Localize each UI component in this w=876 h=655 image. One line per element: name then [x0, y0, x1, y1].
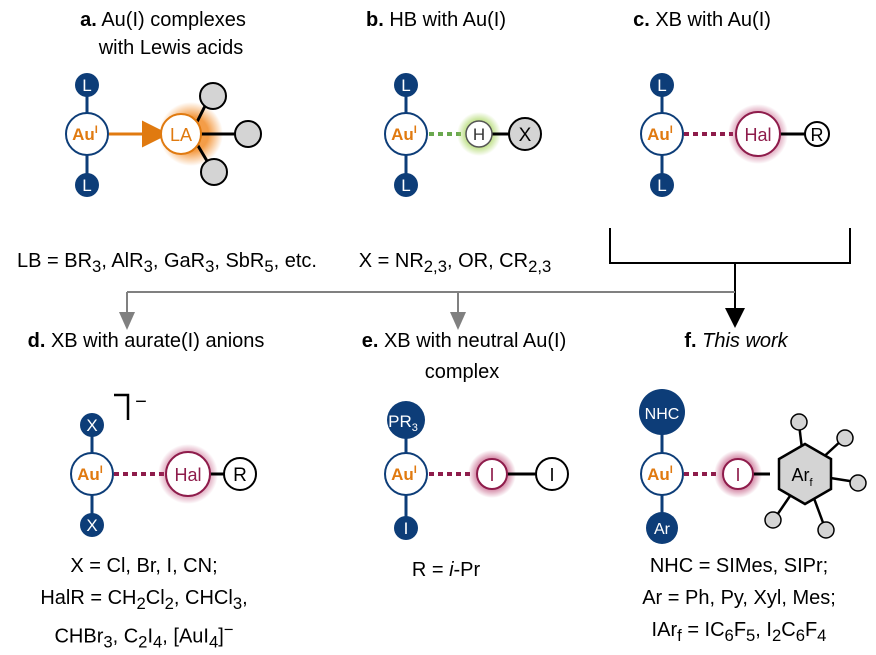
- ligand-atom: [650, 173, 674, 197]
- panel-d-line1: X = Cl, Br, I, CN;: [70, 555, 218, 577]
- panel-c-title: c. XB with Au(I): [633, 9, 771, 31]
- panel-e-title: e. XB with neutral Au(I): [361, 330, 567, 352]
- svg-text:AuI: AuI: [72, 124, 98, 144]
- svg-text:L: L: [401, 176, 410, 195]
- panel-f-structure: Arf NHC Ar AuI I: [639, 389, 867, 544]
- svg-text:Hal: Hal: [744, 125, 771, 145]
- svg-text:AuI: AuI: [391, 124, 417, 144]
- panel-a-formula: LB = BR3, AlR3, GaR3, SbR5, etc.: [17, 250, 317, 276]
- connector-bracket: [119, 228, 851, 330]
- anionic-ligand-atom: [80, 513, 104, 537]
- ligand-atom: [75, 73, 99, 97]
- panel-d-line2: HalR = CH2Cl2, CHCl3,: [40, 587, 248, 613]
- svg-text:−: −: [135, 391, 147, 413]
- panel-c-structure: L L AuI Hal R: [640, 73, 830, 197]
- svg-text:PR3: PR3: [388, 412, 418, 434]
- panel-e-structure: PR3 I AuI I I: [384, 401, 569, 540]
- substituent-atom: [849, 474, 867, 492]
- substituent-atom: [199, 82, 227, 110]
- anionic-ligand-atom: [80, 413, 104, 437]
- ligand-atom: [75, 173, 99, 197]
- iodine-atom: [476, 458, 508, 490]
- gold-atom: [384, 452, 428, 496]
- svg-text:AuI: AuI: [647, 124, 673, 144]
- svg-text:Hal: Hal: [174, 465, 201, 485]
- panel-f-line1: NHC = SIMes, SIPr;: [649, 555, 829, 577]
- gold-atom: [65, 112, 109, 156]
- nhc-ligand: [639, 389, 685, 435]
- panel-f-line2: Ar = Ph, Py, Xyl, Mes;: [642, 587, 836, 609]
- panel-a-title-line2: with Lewis acids: [98, 37, 244, 59]
- panel-f-title: f. This work: [684, 330, 788, 352]
- ligand-atom: [394, 173, 418, 197]
- gold-atom: [640, 112, 684, 156]
- phosphine-ligand: [387, 401, 425, 439]
- svg-text:Arf: Arf: [791, 465, 813, 489]
- svg-text:R: R: [233, 465, 247, 486]
- lewis-acid-atom: [160, 113, 202, 155]
- gold-atom: [640, 452, 684, 496]
- substituent-atom: [790, 413, 808, 431]
- svg-text:I: I: [735, 465, 740, 485]
- x-atom: [508, 117, 542, 151]
- svg-text:I: I: [549, 465, 554, 485]
- panel-e-title-line2: complex: [424, 361, 500, 383]
- panel-a-structure: L L AuI LA: [65, 73, 262, 197]
- panel-e-formula: R = i-Pr: [411, 559, 481, 581]
- panel-d-line3: CHBr3, C2I4, [AuI4]−: [54, 620, 234, 652]
- svg-text:L: L: [657, 76, 666, 95]
- svg-text:L: L: [82, 176, 91, 195]
- panel-b-title: b. HB with Au(I): [365, 9, 507, 31]
- svg-text:LA: LA: [170, 125, 192, 145]
- panel-f-line3: IArf = IC6F5, I2C6F4: [651, 619, 827, 645]
- aryl-ligand: [646, 512, 678, 544]
- ligand-atom: [394, 73, 418, 97]
- r-group: [804, 121, 830, 147]
- substituent-atom: [817, 521, 835, 539]
- substituent-atom: [200, 158, 228, 186]
- svg-text:L: L: [657, 176, 666, 195]
- svg-text:H: H: [473, 125, 485, 144]
- svg-text:L: L: [82, 76, 91, 95]
- halogen-atom: [735, 111, 781, 157]
- svg-text:R: R: [811, 125, 824, 145]
- hydrogen-atom: [465, 120, 493, 148]
- halogen-atom: [165, 451, 211, 497]
- svg-text:NHC: NHC: [645, 406, 680, 423]
- svg-text:I: I: [404, 519, 409, 538]
- panel-d-structure: − X X AuI Hal R: [70, 391, 257, 537]
- iodide-ligand: [394, 516, 418, 540]
- svg-text:AuI: AuI: [77, 464, 103, 484]
- r-group: [223, 457, 257, 491]
- panel-a-title: a. Au(I) complexes: [80, 9, 246, 31]
- aryl-ring: [777, 442, 833, 506]
- svg-text:X: X: [86, 516, 97, 535]
- svg-text:L: L: [401, 76, 410, 95]
- panel-b-formula: X = NR2,3, OR, CR2,3: [358, 250, 552, 276]
- gold-atom: [384, 112, 428, 156]
- iodine-atom: [535, 457, 569, 491]
- substituent-atom: [764, 511, 782, 529]
- iodine-atom: [722, 458, 754, 490]
- svg-text:I: I: [489, 465, 494, 485]
- svg-text:X: X: [519, 125, 532, 146]
- ligand-atom: [650, 73, 674, 97]
- substituent-atom: [234, 120, 262, 148]
- svg-text:AuI: AuI: [647, 464, 673, 484]
- gold-atom: [70, 452, 114, 496]
- panel-b-structure: L L AuI H X: [384, 73, 542, 197]
- svg-text:AuI: AuI: [391, 464, 417, 484]
- svg-text:Ar: Ar: [654, 521, 671, 538]
- svg-text:X: X: [86, 416, 97, 435]
- panel-d-title: d. XB with aurate(I) anions: [27, 330, 265, 352]
- substituent-atom: [836, 429, 854, 447]
